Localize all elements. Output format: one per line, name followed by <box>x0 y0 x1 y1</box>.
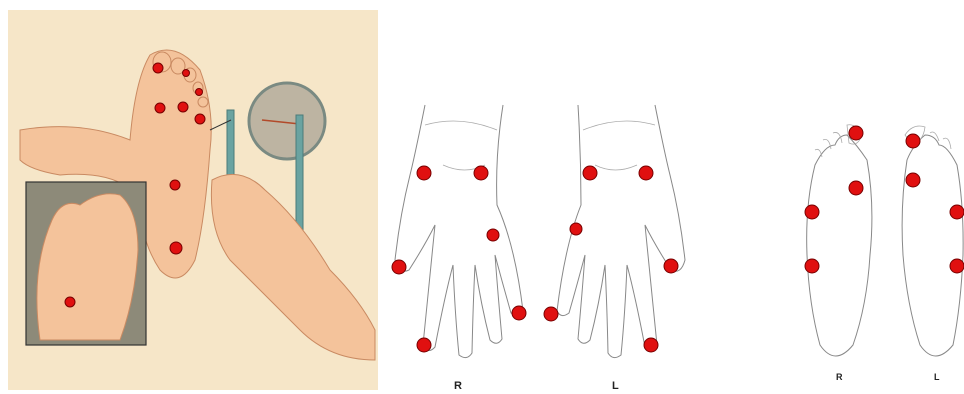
right-hand-outline <box>395 105 523 358</box>
test-point <box>417 338 431 352</box>
test-point <box>512 306 526 320</box>
test-point <box>583 166 597 180</box>
monofilament-illustration <box>0 0 380 394</box>
right-foot-label: R <box>836 372 843 382</box>
test-point <box>170 242 182 254</box>
test-point <box>950 205 964 219</box>
left-foot-outline <box>902 126 963 356</box>
test-point <box>544 307 558 321</box>
test-point <box>392 260 406 274</box>
test-point <box>153 63 163 73</box>
test-point <box>170 180 180 190</box>
test-point <box>195 114 205 124</box>
test-point <box>664 259 678 273</box>
left-foot-label: L <box>934 372 940 382</box>
test-point <box>906 173 920 187</box>
right-foot-outline <box>807 125 872 356</box>
test-point <box>417 166 431 180</box>
feet-diagram <box>795 105 964 370</box>
test-point <box>906 134 920 148</box>
test-point <box>196 89 203 96</box>
test-point <box>65 297 75 307</box>
test-point <box>178 102 188 112</box>
test-point <box>487 229 499 241</box>
test-point <box>805 205 819 219</box>
hands-diagram <box>385 95 705 375</box>
right-hand-label: R <box>454 380 462 392</box>
toe <box>198 97 208 107</box>
test-point <box>805 259 819 273</box>
magnifier-icon <box>249 83 325 159</box>
test-point <box>155 103 165 113</box>
test-point <box>644 338 658 352</box>
test-point <box>474 166 488 180</box>
test-point <box>849 181 863 195</box>
test-point <box>183 70 190 77</box>
test-point <box>570 223 582 235</box>
test-point <box>950 259 964 273</box>
left-hand-label: L <box>612 380 619 392</box>
test-point <box>639 166 653 180</box>
test-point <box>849 126 863 140</box>
